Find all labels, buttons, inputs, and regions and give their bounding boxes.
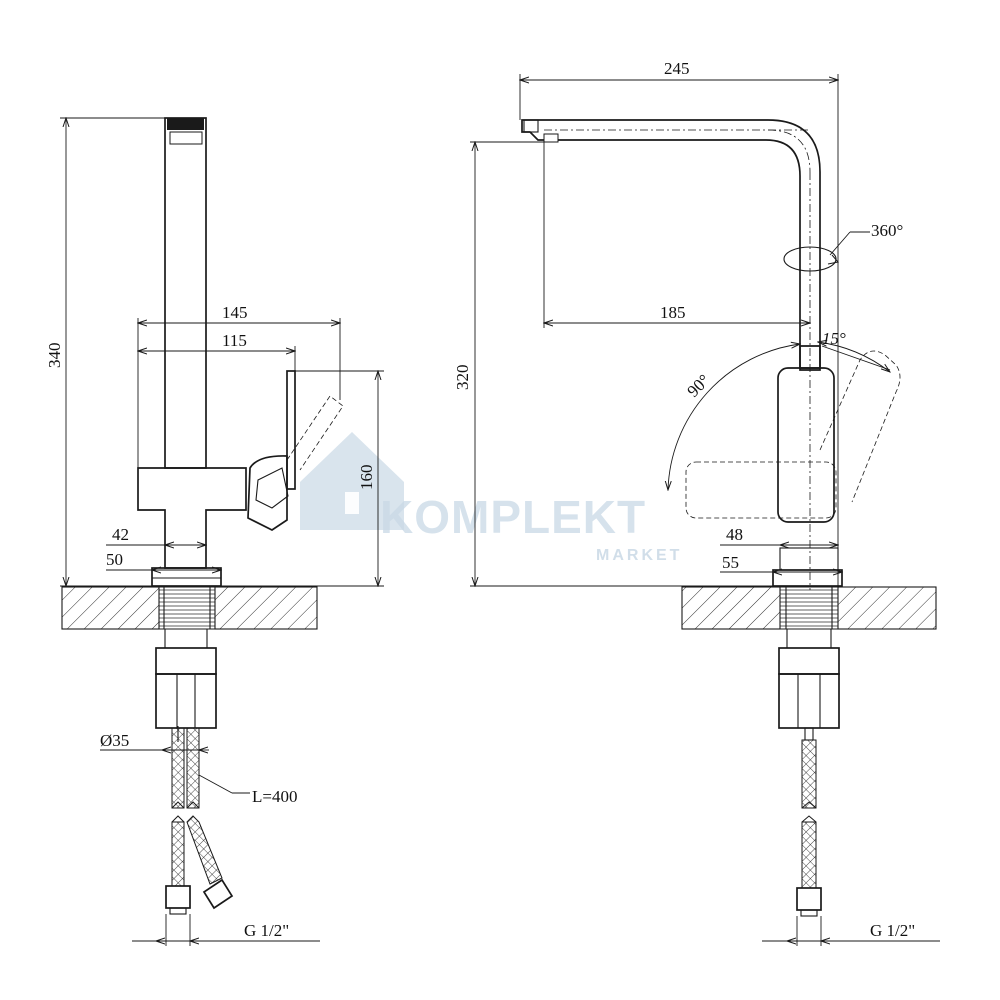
dim-side-handle-160: 160 — [357, 465, 376, 491]
front-view: 360° 15° 90° 245 3 — [453, 59, 940, 946]
dim-front-swing: 90° — [683, 371, 713, 401]
dim-front-height: 320 — [453, 365, 472, 391]
dim-front-reach: 245 — [664, 59, 690, 78]
dim-front-thread: G 1/2" — [870, 921, 915, 940]
countertop-right — [681, 586, 781, 630]
watermark-logo: KOMPLEKT MARKET — [300, 432, 682, 564]
watermark-sub: MARKET — [596, 547, 682, 564]
dim-side-diameter: Ø35 — [100, 731, 129, 750]
side-column — [164, 117, 207, 469]
dim-side-base-42: 42 — [112, 525, 129, 544]
dim-side-hose-length: L=400 — [252, 787, 297, 806]
dim-side-width-145: 145 — [222, 303, 248, 322]
side-body — [137, 467, 247, 569]
dim-side-height: 340 — [45, 343, 64, 369]
dim-front-base-48: 48 — [726, 525, 743, 544]
dim-front-tilt: 15° — [822, 329, 846, 348]
side-view: 340 145 115 160 42 50 Ø35 L=400 G 1/2" — [45, 118, 384, 946]
front-spout — [521, 119, 821, 371]
dim-side-thread: G 1/2" — [244, 921, 289, 940]
dim-front-base-55: 55 — [722, 553, 739, 572]
dim-side-base-50: 50 — [106, 550, 123, 569]
watermark-brand: KOMPLEKT — [380, 491, 646, 543]
dim-front-rotation: 360° — [871, 221, 903, 240]
front-body — [777, 367, 835, 523]
dim-side-width-115: 115 — [222, 331, 247, 350]
countertop-left — [61, 586, 160, 630]
dim-front-spout-reach: 185 — [660, 303, 686, 322]
